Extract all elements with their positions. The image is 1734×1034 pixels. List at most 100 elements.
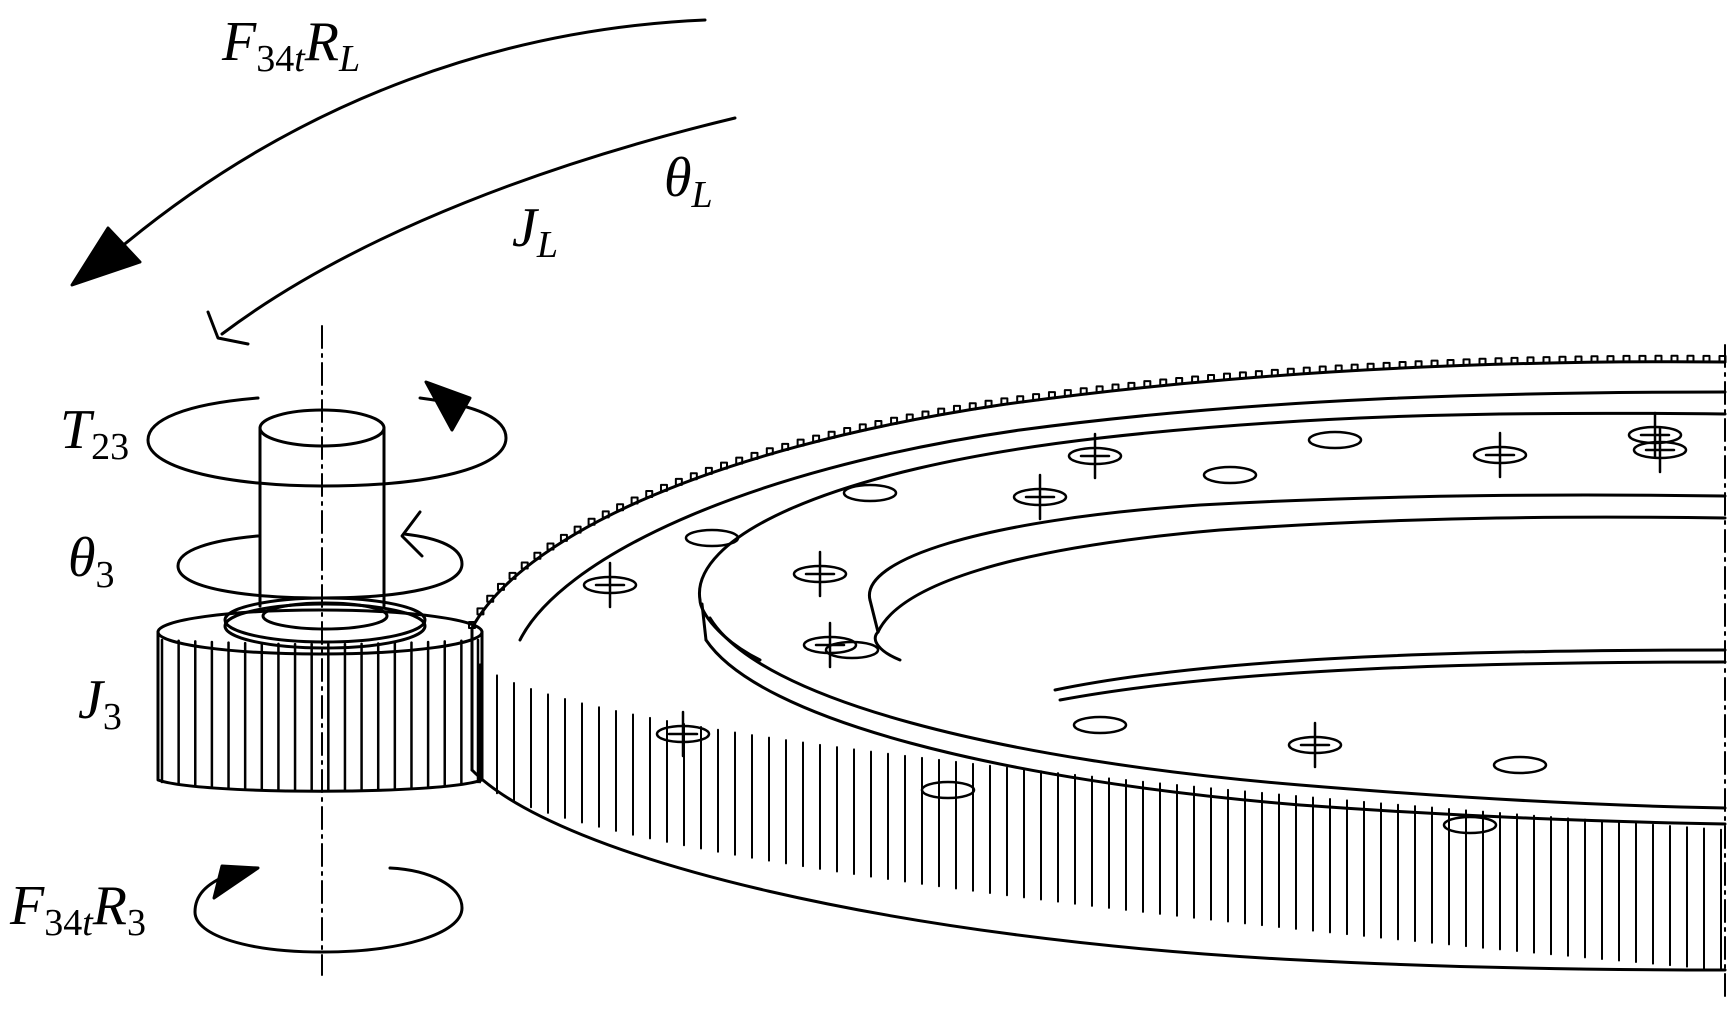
ring-tooth-top: [476, 607, 485, 616]
pinion-inertia-label: J3: [78, 669, 122, 738]
ring-tooth-top: [750, 451, 759, 460]
ring-tooth-top: [735, 456, 744, 465]
ring-tooth-top: [1111, 383, 1120, 392]
ring-tooth-top: [1047, 391, 1056, 400]
ring-torque-label: F34tRL: [222, 11, 361, 80]
ring-tooth-top: [765, 447, 774, 456]
ring-tooth-top: [1606, 355, 1615, 364]
ring-tooth-top: [468, 621, 476, 629]
ring-tooth-top: [812, 434, 821, 443]
ring-tooth-top: [843, 426, 852, 435]
ring-tooth-top: [1238, 371, 1247, 380]
ring-tooth-top: [1286, 367, 1295, 376]
bolt-hole: [920, 780, 976, 800]
ring-tooth-top: [1718, 354, 1727, 363]
ring-tooth-top: [704, 466, 713, 475]
ring-tooth-top: [874, 419, 883, 428]
ring-tooth-top: [520, 561, 529, 570]
ring-tooth-top: [1398, 361, 1407, 370]
ring-tooth-top: [587, 517, 596, 526]
ring-tooth-top: [890, 416, 899, 425]
ring-tooth-top: [496, 582, 505, 591]
ring-torque-arrow: [98, 18, 707, 267]
ring-angle-label: θL: [664, 147, 713, 216]
ring-tooth-top: [1270, 368, 1279, 377]
ring-tooth-top: [1574, 355, 1583, 364]
ring-tooth-top: [1414, 360, 1423, 369]
ring-tooth-top: [1590, 355, 1599, 364]
ring-tooth-top: [1510, 356, 1519, 365]
ring-tooth-top: [533, 551, 542, 560]
ring-tooth-top: [984, 399, 993, 408]
ring-tooth-top: [1302, 366, 1311, 375]
ring-tooth-top: [1207, 374, 1216, 383]
ring-tooth-top: [1686, 354, 1695, 363]
ring-tooth-top: [1063, 389, 1072, 398]
ring-tooth-top: [968, 402, 977, 411]
ring-tooth-top: [1079, 387, 1088, 396]
ring-tooth-top: [1222, 372, 1231, 381]
ring-tooth-top: [486, 594, 495, 603]
pinion-angle-ellipse: [176, 532, 464, 600]
ring-tooth-top: [1382, 361, 1391, 370]
ring-torque-arrowhead: [70, 226, 142, 287]
ring-tooth-top: [1032, 393, 1041, 402]
pinion-collar-inner: [261, 601, 389, 631]
ring-tooth-top: [645, 490, 654, 499]
ring-torque-label-r: R: [304, 11, 339, 73]
bolt-hole: [1307, 430, 1363, 450]
ring-tooth-top: [630, 496, 639, 505]
ring-tooth-top: [905, 413, 914, 422]
ring-tooth-top: [1254, 370, 1263, 379]
bolt-hole: [1442, 815, 1498, 835]
ring-tooth-top: [952, 404, 961, 413]
input-torque-ellipse: [146, 396, 508, 488]
ring-tooth-top: [1542, 356, 1551, 365]
pinion-torque-arrowhead: [212, 864, 260, 900]
input-torque-label: T23: [60, 399, 130, 468]
ring-torque-label-f: F: [222, 11, 257, 73]
ring-tooth-top: [937, 407, 946, 416]
pinion-torque-ellipse: [193, 866, 464, 954]
ring-tooth-top: [1143, 380, 1152, 389]
ring-tooth-top: [781, 442, 790, 451]
ring-tooth-top: [559, 533, 568, 542]
ring-tooth-top: [659, 483, 668, 492]
ring-tooth-top: [1494, 357, 1503, 366]
ring-tooth-top: [674, 477, 683, 486]
input-torque-arrowhead: [424, 380, 472, 432]
ring-tooth-top: [1702, 354, 1711, 363]
bolt-hole: [684, 528, 740, 548]
ring-tooth-top: [1638, 354, 1647, 363]
ring-tooth-top: [508, 571, 517, 580]
ring-tooth-top: [1446, 358, 1455, 367]
pinion-angle-label: θ3: [68, 527, 115, 596]
pinion-torque-label: F34tR3: [10, 875, 146, 944]
ring-tooth-top: [573, 525, 582, 534]
bolt-hole: [1202, 465, 1258, 485]
ring-tooth-top: [1558, 355, 1567, 364]
ring-tooth-top: [1318, 365, 1327, 374]
slewing-ring: [468, 354, 1727, 972]
ring-tooth-top: [1430, 359, 1439, 368]
ring-tooth-top: [858, 423, 867, 432]
bolt-hole: [1072, 715, 1128, 735]
ring-tooth-top: [546, 542, 555, 551]
ring-tooth-top: [720, 461, 729, 470]
ring-tooth-top: [1000, 397, 1009, 406]
ring-tooth-top: [1191, 375, 1200, 384]
ring-tooth-top: [1334, 364, 1343, 373]
ring-angle-arrow: [220, 116, 737, 336]
ring-tooth-top: [1478, 357, 1487, 366]
ring-tooth-top: [1350, 363, 1359, 372]
ring-tooth-top: [616, 503, 625, 512]
bolt-hole: [842, 483, 898, 503]
ring-tooth-top: [1016, 395, 1025, 404]
ring-tooth-top: [921, 410, 930, 419]
bolt-hole: [1492, 755, 1548, 775]
ring-tooth-top: [1095, 385, 1104, 394]
ring-tooth-top: [1670, 354, 1679, 363]
ring-tooth-top: [689, 472, 698, 481]
